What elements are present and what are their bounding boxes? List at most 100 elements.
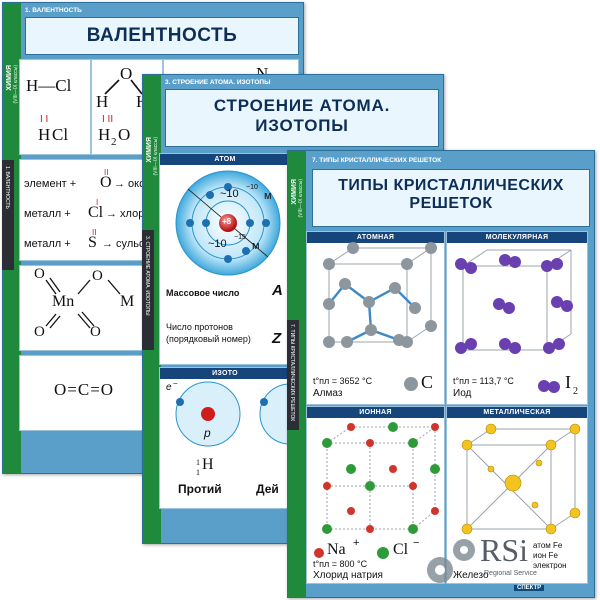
mn-oxide-mn1: Mn [52, 293, 75, 310]
header-caption: 7. ТИПЫ КРИСТАЛЛИЧЕСКИХ РЕШЕТОК [312, 157, 442, 164]
iodine-lattice [455, 249, 573, 354]
side-sublabel: (VIII—IX классы) [298, 179, 304, 218]
atom-section-header: АТОМ [160, 154, 290, 165]
ionic-substance: Хлорид натрия [313, 570, 383, 581]
sulfide-el: S [88, 234, 97, 251]
gear-icon [427, 539, 475, 583]
crystal-section-metallic: МЕТАЛЛИЧЕСКАЯ [447, 407, 587, 418]
nucleus-size-unit: м [252, 240, 260, 252]
electron-sign: − [173, 379, 178, 388]
crystal-cell-atomic: АТОМНАЯ t°пл = 3652 °C [306, 231, 445, 405]
atom-size-exp: −10 [246, 184, 258, 191]
electron-label: e [166, 382, 172, 393]
water-formula-o: O [118, 125, 131, 144]
mass-number-label: Массовое число [166, 288, 240, 298]
atomic-symbol-ball [404, 377, 418, 391]
oxide-valence: II [104, 168, 109, 177]
poster-title-line1: СТРОЕНИЕ АТОМА. [213, 96, 391, 115]
proton-label: p [204, 426, 211, 440]
oxide-left: элемент + [24, 178, 77, 190]
metallic-label-ion: ион Fe [533, 551, 558, 560]
atom-size-unit: м [264, 190, 272, 202]
molecular-symbol-balls [538, 380, 560, 393]
poster-title-box: ВАЛЕНТНОСТЬ [25, 17, 299, 55]
crystal-cell-ionic: ИОННАЯ Na + Cl − t° [306, 406, 445, 584]
metallic-substance: Железо [453, 570, 489, 581]
watermark-text: RSi [480, 532, 529, 568]
nucleus-size-exp: −15 [234, 234, 246, 241]
molecular-symbol: I [565, 372, 571, 392]
ionic-symbol-cl-sup: − [413, 537, 420, 549]
side-label: ХИМИЯ [291, 179, 298, 205]
metallic-label-electron: электрон [533, 561, 567, 570]
protons-label-2: (порядковый номер) [166, 334, 251, 344]
mass-number-symbol: A [272, 282, 283, 299]
molecular-substance: Иод [453, 388, 472, 399]
sulfide-valence: II [92, 228, 97, 237]
poster-atom-edge: 3. СТРОЕНИЕ АТОМА. ИЗОТОПЫ [142, 230, 154, 350]
atomic-substance: Алмаз [313, 388, 343, 399]
side-label: ХИМИЯ [146, 137, 153, 163]
header-caption: 3. СТРОЕНИЕ АТОМА. ИЗОТОПЫ [165, 79, 271, 86]
ionic-symbol-na: Na [327, 541, 346, 558]
poster-crystal-edge: 7. ТИПЫ КРИСТАЛЛИЧЕСКИХ РЕШЕТОК [287, 320, 299, 430]
poster-crystal: ХИМИЯ (VIII—IX классы) 7. ТИПЫ КРИСТАЛЛИ… [287, 150, 595, 598]
mn-oxide-o4: O [90, 324, 101, 340]
crystal-cell-molecular: МОЛЕКУЛЯРНАЯ t°пл = 113,7 °C Иод I [446, 231, 588, 405]
water-bonds [104, 79, 143, 95]
protons-label-1: Число протонов [166, 322, 233, 332]
isotope-symbol: H [202, 456, 214, 473]
water-h1: H [96, 92, 109, 111]
isotope-name-2: Дей [256, 482, 279, 496]
poster-title-line2: ИЗОТОПЫ [255, 116, 349, 135]
ionic-symbol-cl: Cl [393, 541, 409, 558]
water-formula-h: H [98, 125, 111, 144]
hcl-valence: I I [40, 114, 49, 125]
crystal-section-ionic: ИОННАЯ [307, 407, 444, 418]
hcl-formula-h: H [38, 125, 51, 144]
water-valence: I II [102, 114, 114, 125]
isotope-mass: 1 [196, 458, 200, 467]
atom-edge-caption: 3. СТРОЕНИЕ АТОМА. ИЗОТОПЫ [144, 236, 150, 316]
isotopes-section-header: ИЗОТО [160, 368, 290, 379]
nucleus-size: ~10 [208, 238, 227, 250]
mn-oxide-mn2: M [120, 293, 135, 310]
ionic-temp: t°пл = 800 °C [313, 559, 368, 569]
crystal-section-molecular: МОЛЕКУЛЯРНАЯ [447, 232, 587, 243]
protons-symbol: Z [272, 330, 282, 347]
atom-diagram [175, 170, 281, 276]
mn-oxide-o2: O [92, 268, 103, 284]
poster-title-box: СТРОЕНИЕ АТОМА. ИЗОТОПЫ [165, 89, 439, 147]
watermark-subtext: Regional Service [484, 570, 537, 577]
isotope-diagram [175, 381, 321, 447]
oxide-el: O [100, 174, 112, 191]
atom-size: ~10 [220, 188, 239, 200]
water-o: O [120, 64, 133, 83]
atom-cell: АТОМ +8 ~10 [159, 153, 291, 365]
valence-edge-caption: 1. ВАЛЕНТНОСТЬ [4, 166, 10, 209]
atomic-symbol: C [421, 372, 434, 392]
nucleus-charge: +8 [222, 217, 232, 226]
crystal-section-atomic: АТОМНАЯ [307, 232, 444, 243]
isotopes-cell: ИЗОТО e − p 1 1 H Протий Дей [159, 367, 321, 509]
poster-title-box: ТИПЫ КРИСТАЛЛИЧЕСКИХ РЕШЕТОК [312, 169, 590, 227]
crystal-edge-caption: 7. ТИПЫ КРИСТАЛЛИЧЕСКИХ РЕШЕТОК [289, 324, 295, 422]
iron-lattice [461, 423, 581, 535]
header-caption: 1. ВАЛЕНТНОСТЬ [25, 7, 82, 14]
molecular-symbol-sub: 2 [573, 386, 578, 397]
poster-valence-edge: 1. ВАЛЕНТНОСТЬ [2, 160, 14, 270]
nacl-lattice [322, 422, 440, 534]
chloride-left: металл + [24, 208, 71, 220]
poster-title-line1: ТИПЫ КРИСТАЛЛИЧЕСКИХ [338, 177, 564, 194]
isotope-name: Протий [178, 482, 222, 496]
sulfide-left: металл + [24, 238, 71, 250]
publisher-brand: СПЕКТР [514, 585, 545, 591]
mn-oxide-o3: O [34, 324, 45, 340]
co2-formula: O=C=O [54, 380, 115, 399]
isotope-charge: 1 [196, 468, 200, 477]
metallic-label-atom: атом Fe [533, 541, 563, 550]
atomic-temp: t°пл = 3652 °C [313, 376, 373, 386]
poster-title-line2: РЕШЕТОК [409, 195, 493, 212]
chloride-valence: I [96, 198, 99, 207]
chloride-el: Cl [88, 204, 104, 221]
